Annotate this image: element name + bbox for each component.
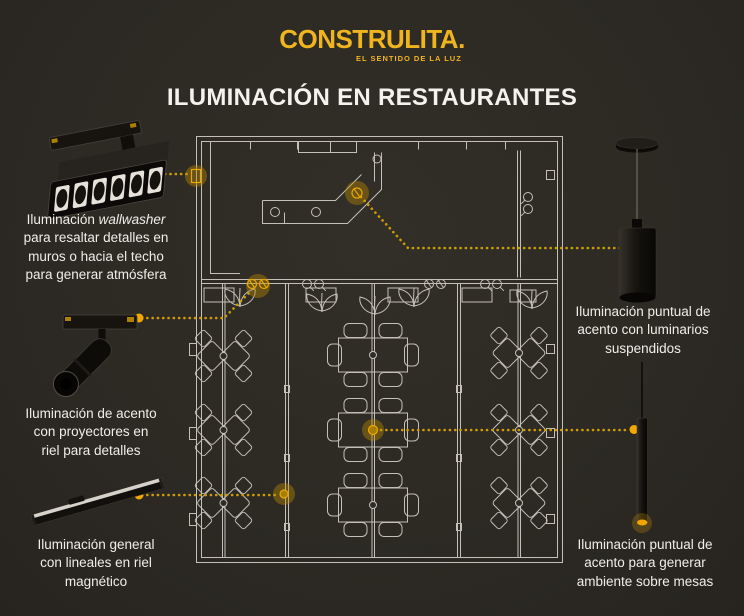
callout-dotted-lines — [140, 172, 631, 497]
caption-line: Iluminación de acento — [25, 406, 157, 421]
callout-plan-symbols — [190, 168, 379, 499]
caption-line: muros o hacia el techo — [28, 248, 164, 264]
pendant-product-image — [615, 137, 659, 303]
brand-logo: CONSTRULITA. — [279, 24, 465, 54]
floor-plan — [189, 136, 563, 563]
caption-line: suspendidos — [605, 340, 681, 356]
caption-line: para resaltar detalles en — [23, 230, 169, 246]
caption-line: con lineales en riel — [40, 555, 152, 571]
page-title: ILUMINACIÓN EN RESTAURANTES — [166, 84, 578, 111]
spotlight-caption: Iluminación de acento con proyectores en… — [11, 405, 171, 460]
caption-line: riel para detalles — [41, 442, 141, 458]
spotlight-product-image — [52, 314, 138, 398]
caption-line: para generar atmósfera — [25, 267, 167, 283]
brand-tagline: EL SENTIDO DE LA LUZ — [355, 54, 462, 63]
tube-pendant-caption: Iluminación puntual de acento para gener… — [565, 536, 725, 591]
caption-line: acento con luminarios — [577, 322, 709, 338]
caption-line: Iluminación general — [37, 537, 155, 552]
linear-product-image — [30, 477, 165, 526]
caption-line: magnético — [64, 573, 128, 589]
pendant-caption: Iluminación puntual de acento con lumina… — [563, 303, 723, 358]
linear-caption: Iluminación general con lineales en riel… — [16, 536, 176, 591]
caption-italic-text: wallwasher — [98, 212, 166, 227]
caption-line: Iluminación puntual de — [575, 304, 711, 319]
caption-line: con proyectores en — [33, 424, 149, 440]
caption-line: ambiente sobre mesas — [576, 573, 714, 589]
caption-text: Iluminación — [26, 212, 99, 227]
brand-header: CONSTRULITA. EL SENTIDO DE LA LUZ — [0, 26, 744, 66]
caption-line: Iluminación puntual de — [577, 537, 713, 552]
wallwasher-product-image — [47, 120, 170, 220]
wallwasher-caption: Iluminación wallwasher para resaltar det… — [16, 211, 176, 285]
tube-pendant-product-image — [632, 362, 652, 533]
caption-line: acento para generar — [584, 555, 706, 571]
